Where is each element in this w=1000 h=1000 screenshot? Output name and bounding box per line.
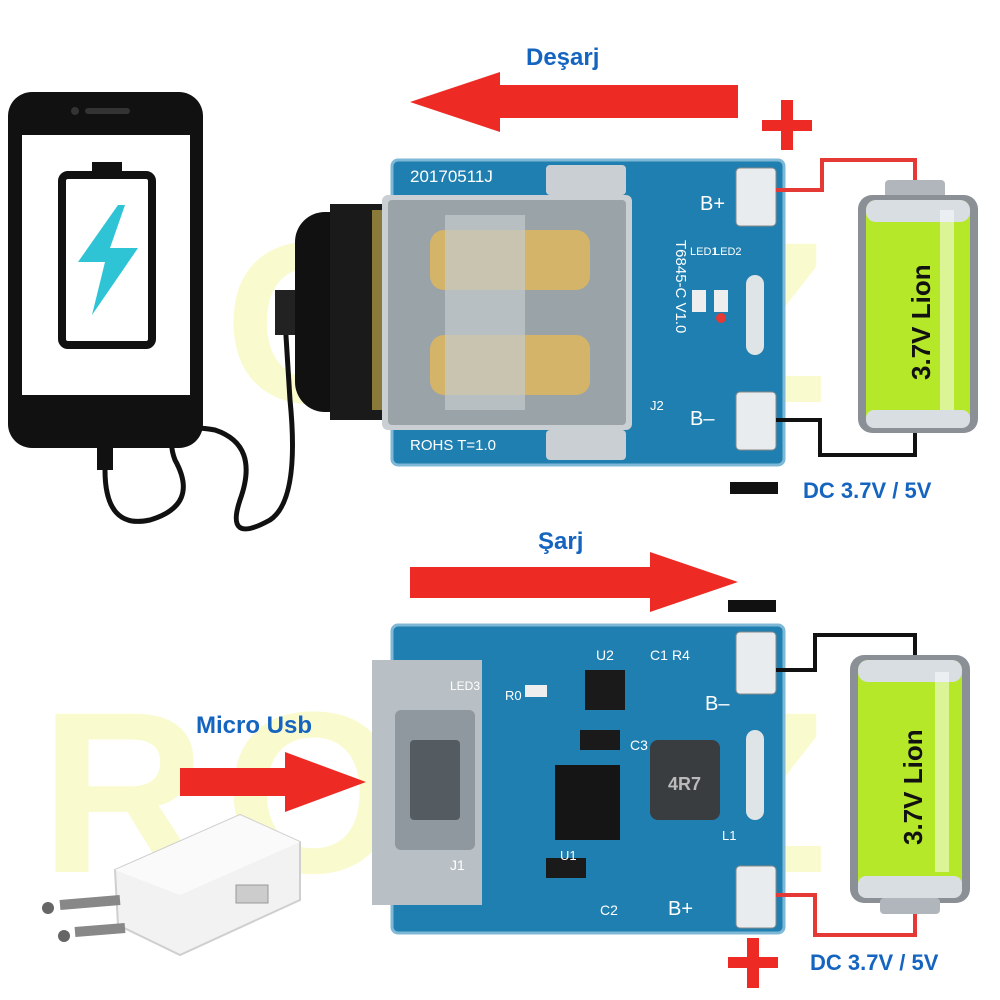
discharge-voltage-label: DC 3.7V / 5V <box>803 478 932 503</box>
lightning-icon <box>78 205 138 315</box>
plus-icon-charge <box>728 938 778 988</box>
board-bplus-label: B+ <box>700 193 725 215</box>
board-j2-label: J2 <box>650 398 664 413</box>
r0-label: R0 <box>505 688 522 703</box>
boost-board-discharge: 20170511J T6845-C V1.0 ROHS T=1.0 B+ B– … <box>382 158 786 467</box>
charge-scene: 4R7 LED3 U2 C1 R4 R0 C3 L1 J1 U1 C2 B+ B… <box>42 552 970 988</box>
battery-icon-discharge <box>858 180 978 433</box>
c2-label: C2 <box>600 902 618 918</box>
battery-icon-charge <box>850 655 970 914</box>
board-model-code: T6845-C V1.0 <box>672 240 689 333</box>
board-led1-label: LED1 <box>690 246 718 258</box>
discharge-scene: 20170511J T6845-C V1.0 ROHS T=1.0 B+ B– … <box>8 72 978 532</box>
plus-icon-discharge <box>762 100 812 150</box>
j1-label: J1 <box>450 857 465 873</box>
led3-label: LED3 <box>450 679 480 693</box>
charge-arrow <box>410 552 738 612</box>
battery-label-charge: 3.7V Lion <box>898 729 928 845</box>
inductor-label: 4R7 <box>668 774 701 794</box>
board-bminus-label: B– <box>690 408 715 430</box>
discharge-label: Deşarj <box>526 44 600 71</box>
red-wire-charge <box>776 893 917 937</box>
red-wire-discharge <box>776 158 917 192</box>
board-rohs-code: ROHS T=1.0 <box>410 437 496 454</box>
bminus-label-charge: B– <box>705 693 730 715</box>
minus-icon-discharge <box>730 482 778 494</box>
u1-label: U1 <box>560 848 577 863</box>
l1-label: L1 <box>722 828 736 843</box>
battery-label-discharge: 3.7V Lion <box>906 264 936 380</box>
discharge-arrow <box>410 72 738 132</box>
board-date-code: 20170511J <box>410 167 493 186</box>
micro-usb-arrow <box>180 752 366 812</box>
u2-label: U2 <box>596 647 614 663</box>
c3-label: C3 <box>630 737 648 753</box>
charge-label: Şarj <box>538 528 584 555</box>
bplus-label-charge: B+ <box>668 898 693 920</box>
r4-label: R4 <box>672 647 690 663</box>
c1-label: C1 <box>650 647 668 663</box>
charge-board: 4R7 LED3 U2 C1 R4 R0 C3 L1 J1 U1 C2 B+ B… <box>372 623 786 935</box>
phone-icon <box>8 92 203 448</box>
charge-voltage-label: DC 3.7V / 5V <box>810 950 939 975</box>
micro-usb-label: Micro Usb <box>196 712 313 739</box>
wall-charger-icon <box>42 813 301 957</box>
board-led2-label: LED2 <box>714 246 742 258</box>
minus-icon-charge <box>728 600 776 612</box>
black-wire-discharge <box>776 418 917 457</box>
black-wire-charge <box>776 633 917 672</box>
